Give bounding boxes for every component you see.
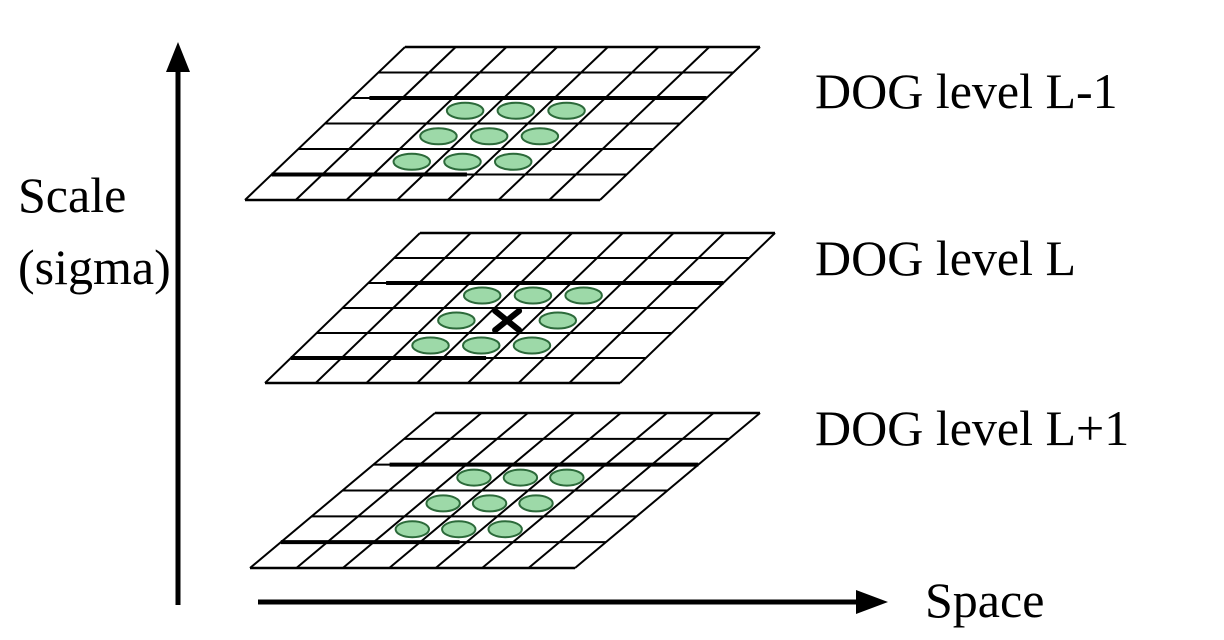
neighbor-sample bbox=[445, 101, 485, 120]
neighbor-sample bbox=[443, 152, 482, 171]
grid-column-line bbox=[497, 46, 660, 201]
neighbor-sample bbox=[513, 286, 553, 305]
neighbor-sample bbox=[549, 468, 585, 487]
neighbor-sample bbox=[441, 520, 477, 539]
neighbor-sample bbox=[493, 152, 533, 171]
neighbor-sample bbox=[394, 520, 431, 539]
neighbor-sample bbox=[469, 127, 509, 146]
level-label-l-plus-1: DOG level L+1 bbox=[815, 400, 1129, 456]
grid-column-line bbox=[481, 412, 668, 569]
dog-grid-level-l-minus-1 bbox=[244, 45, 761, 202]
neighbor-sample bbox=[547, 101, 586, 120]
scale-axis-label-line2: (sigma) bbox=[18, 239, 171, 295]
neighbor-sample bbox=[496, 101, 536, 120]
grid-column-line bbox=[527, 412, 715, 569]
neighbor-sample bbox=[462, 286, 502, 305]
neighbor-sample bbox=[461, 336, 501, 355]
space-axis-label: Space bbox=[925, 572, 1044, 628]
neighbor-sample bbox=[456, 468, 492, 487]
dog-grid-level-l-plus-1 bbox=[249, 411, 761, 570]
grid-column-line bbox=[467, 232, 624, 384]
neighbor-sample bbox=[512, 336, 552, 355]
neighbor-sample bbox=[487, 520, 523, 539]
neighbor-sample bbox=[471, 494, 508, 513]
neighbor-sample bbox=[392, 152, 432, 171]
grid-column-line bbox=[517, 232, 675, 384]
grid-column-line bbox=[548, 46, 710, 201]
keypoint-candidate-marker bbox=[492, 307, 523, 334]
neighbor-sample bbox=[538, 311, 578, 330]
neighbor-sample bbox=[564, 286, 603, 305]
scale-axis-arrowhead bbox=[166, 42, 190, 72]
grid-column-line bbox=[599, 46, 761, 201]
neighbor-sample bbox=[520, 127, 560, 146]
neighbor-sample bbox=[411, 336, 450, 355]
grid-column-line bbox=[447, 46, 609, 201]
neighbor-sample bbox=[425, 494, 461, 513]
scale-axis-label-line1: Scale bbox=[18, 167, 126, 223]
space-axis-arrowhead bbox=[856, 590, 888, 614]
grid-column-line bbox=[574, 412, 761, 569]
level-label-l-minus-1: DOG level L-1 bbox=[815, 63, 1118, 119]
grid-column-line bbox=[435, 412, 622, 569]
dog-grid-level-l bbox=[264, 231, 776, 385]
grid-column-line bbox=[619, 232, 776, 384]
grid-column-line bbox=[568, 232, 725, 384]
neighbor-sample bbox=[419, 127, 458, 146]
neighbor-sample bbox=[437, 311, 476, 330]
neighbor-sample bbox=[518, 494, 554, 513]
level-label-l: DOG level L bbox=[815, 230, 1076, 286]
neighbor-sample bbox=[502, 468, 539, 487]
space-axis bbox=[258, 590, 888, 614]
scale-axis bbox=[166, 42, 190, 605]
